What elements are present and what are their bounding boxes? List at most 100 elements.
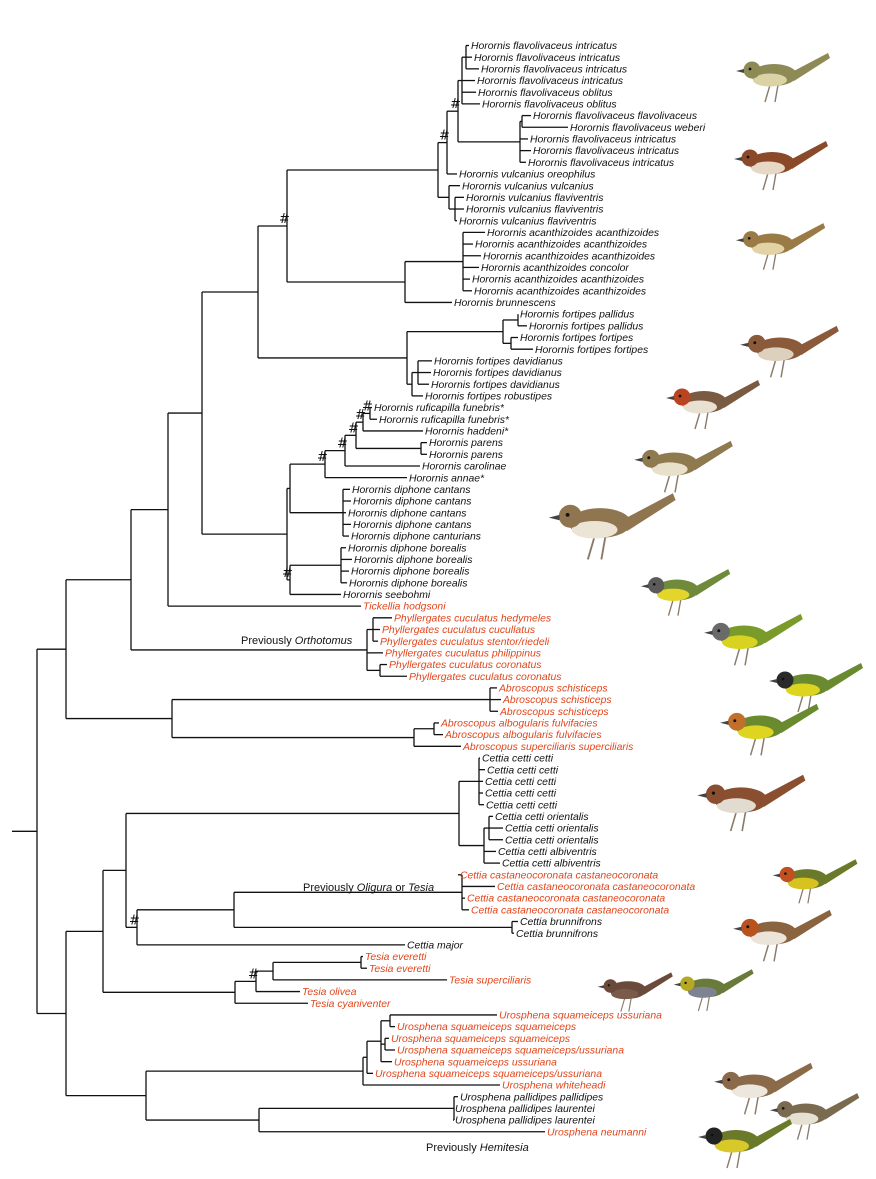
tip-label: Horornis fortipes fortipes (535, 345, 648, 356)
tip-label: Horornis flavolivaceus intricatus (481, 64, 627, 75)
tip-label: Horornis flavolivaceus oblitus (482, 100, 617, 111)
tip-label: Cettia brunnifrons (516, 929, 598, 940)
tip-label: Abroscopus superciliaris superciliaris (462, 742, 633, 753)
tip-label: Horornis acanthizoides concolor (481, 263, 629, 274)
tip-label: Horornis fortipes fortipes (520, 333, 633, 344)
large-brown-warbler-icon (548, 493, 676, 560)
tip-label: Cettia cetti albiventris (498, 847, 597, 858)
tip-label: Cettia cetti cetti (485, 777, 557, 788)
tip-label: Urosphena squameiceps squameiceps (397, 1022, 576, 1033)
brown-warbler-icon (735, 223, 826, 270)
tip-labels: Horornis flavolivaceus intricatusHororni… (302, 41, 706, 1138)
tip-label: Urosphena squameiceps squameiceps/ussuri… (375, 1069, 602, 1080)
tip-label: Horornis diphone cantans (352, 485, 470, 496)
tip-label: Horornis vulcanius flaviventris (466, 205, 603, 216)
tip-label: Tesia everetti (365, 952, 427, 963)
support-hash-mark: # (248, 967, 259, 982)
tip-label: Horornis flavolivaceus flavolivaceus (533, 111, 697, 122)
tip-label: Horornis fortipes davidianus (433, 368, 562, 379)
tip-label: Cettia cetti orientalis (495, 812, 589, 823)
rufous-capped-warbler-icon (666, 380, 760, 430)
tip-label: Cettia cetti cetti (487, 765, 559, 776)
tip-label: Horornis flavolivaceus intricatus (474, 53, 620, 64)
tip-label: Horornis diphone borealis (348, 543, 466, 554)
tip-label: Tesia cyaniventer (310, 999, 391, 1010)
tip-label: Horornis flavolivaceus weberi (570, 123, 706, 134)
tip-label: Horornis vulcanius vulcanius (462, 181, 594, 192)
tip-label: Horornis vulcanius flaviventris (466, 193, 603, 204)
cettis-warbler-icon (697, 774, 806, 832)
tip-label: Urosphena neumanni (547, 1127, 647, 1138)
tip-label: Urosphena squameiceps squameiceps/ussuri… (397, 1046, 624, 1057)
yellow-olive-tailorbird-icon (704, 613, 803, 666)
tip-label: Horornis diphone canturians (351, 532, 481, 543)
brown-bush-warbler-icon (740, 325, 839, 378)
tip-label: Abroscopus schisticeps (502, 695, 612, 706)
tip-label: Horornis diphone borealis (354, 555, 472, 566)
tip-label: Horornis acanthizoides acanthizoides (474, 286, 646, 297)
brown-headed-warbler-icon (733, 909, 832, 962)
tip-label: Horornis ruficapilla funebris* (374, 403, 505, 414)
tip-label: Horornis flavolivaceus intricatus (533, 146, 679, 157)
support-hash-mark: # (282, 566, 293, 581)
support-hash-mark: # (355, 408, 366, 423)
tip-label: Tesia everetti (369, 964, 431, 975)
tip-label: Horornis fortipes robustipes (425, 392, 552, 403)
chestnut-headed-tesia-icon (772, 859, 858, 904)
node-support-marks: ########### (129, 97, 461, 982)
tree-branches (12, 44, 568, 1133)
annotation-hemitesia: Previously Hemitesia (426, 1142, 529, 1154)
clade-annotations: Previously Orthotomus Previously Oligura… (241, 635, 529, 1154)
tip-label: Urosphena whiteheadi (502, 1081, 606, 1092)
tip-label: Horornis haddeni* (425, 427, 509, 438)
tip-label: Urosphena squameiceps ussuriana (499, 1011, 662, 1022)
tip-label: Abroscopus albogularis fulvifacies (444, 730, 602, 741)
rufous-warbler-icon (734, 141, 828, 191)
tip-label: Horornis acanthizoides acanthizoides (487, 228, 659, 239)
tip-label: Urosphena squameiceps ussuriana (394, 1057, 557, 1068)
tip-label: Cettia brunnifrons (520, 917, 602, 928)
tip-label: Phyllergates cuculatus philippinus (385, 648, 541, 659)
tip-label: Horornis flavolivaceus intricatus (471, 41, 617, 52)
support-hash-mark: # (317, 450, 328, 465)
support-hash-mark: # (279, 212, 290, 227)
tip-label: Cettia cetti albiventris (502, 859, 601, 870)
tip-label: Horornis acanthizoides acanthizoides (475, 240, 647, 251)
tip-label: Urosphena pallidipes laurentei (455, 1116, 595, 1127)
support-hash-mark: # (362, 399, 373, 414)
tip-label: Phyllergates cuculatus coronatus (389, 660, 541, 671)
tip-label: Phyllergates cuculatus stentor/riedeli (380, 637, 550, 648)
tip-label: Horornis seebohmi (343, 590, 431, 601)
tip-label: Horornis diphone cantans (353, 497, 471, 508)
slaty-bellied-tesia-icon (597, 972, 673, 1012)
tip-label: Cettia cetti orientalis (505, 835, 599, 846)
tip-label: Horornis diphone borealis (351, 567, 469, 578)
tip-label: Horornis flavolivaceus intricatus (528, 158, 674, 169)
support-hash-mark: # (348, 421, 359, 436)
tip-label: Abroscopus schisticeps (498, 684, 608, 695)
tip-label: Cettia castaneocoronata castaneocoronata (497, 882, 695, 893)
support-hash-mark: # (450, 97, 461, 112)
tip-label: Cettia castaneocoronata castaneocoronata (460, 870, 658, 881)
tip-label: Cettia castaneocoronata castaneocoronata (471, 905, 669, 916)
olive-warbler-icon (736, 53, 830, 103)
tip-label: Cettia cetti cetti (482, 754, 554, 765)
tip-label: Horornis vulcanius flaviventris (459, 216, 596, 227)
tip-label: Phyllergates cuculatus hedymeles (394, 613, 551, 624)
pale-footed-warbler-icon (769, 1093, 860, 1140)
tip-label: Horornis diphone borealis (349, 578, 467, 589)
support-hash-mark: # (129, 913, 140, 928)
tip-label: Horornis flavolivaceus intricatus (530, 135, 676, 146)
tip-label: Urosphena squameiceps squameiceps (391, 1034, 570, 1045)
tip-label: Abroscopus albogularis fulvifacies (440, 719, 598, 730)
tip-label: Horornis fortipes pallidus (520, 310, 634, 321)
tip-label: Horornis parens (429, 438, 503, 449)
rufous-faced-warbler-icon (720, 703, 819, 756)
tip-label: Tickellia hodgsoni (363, 602, 446, 613)
tip-label: Horornis ruficapilla funebris* (379, 415, 510, 426)
support-hash-mark: # (337, 437, 348, 452)
tip-label: Horornis flavolivaceus oblitus (478, 88, 613, 99)
tip-label: Horornis fortipes davidianus (431, 380, 560, 391)
tip-label: Horornis carolinae (422, 462, 507, 473)
